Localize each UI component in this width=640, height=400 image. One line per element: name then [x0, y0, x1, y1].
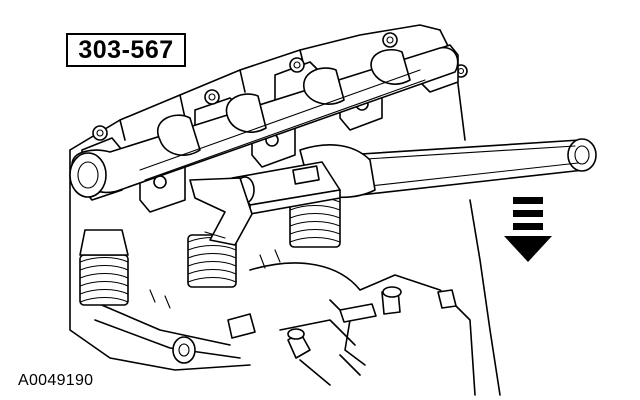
- lower-block-details: [149, 199, 501, 396]
- push-down-arrow-icon: [504, 197, 552, 262]
- spring-compressor-tool: [189, 138, 597, 246]
- tool-number-label: 303-567: [66, 33, 186, 67]
- valve-springs: [79, 194, 341, 306]
- cylinder-head-outline: [69, 24, 466, 371]
- camshaft: [69, 46, 459, 198]
- figure-id: A0049190: [18, 372, 94, 389]
